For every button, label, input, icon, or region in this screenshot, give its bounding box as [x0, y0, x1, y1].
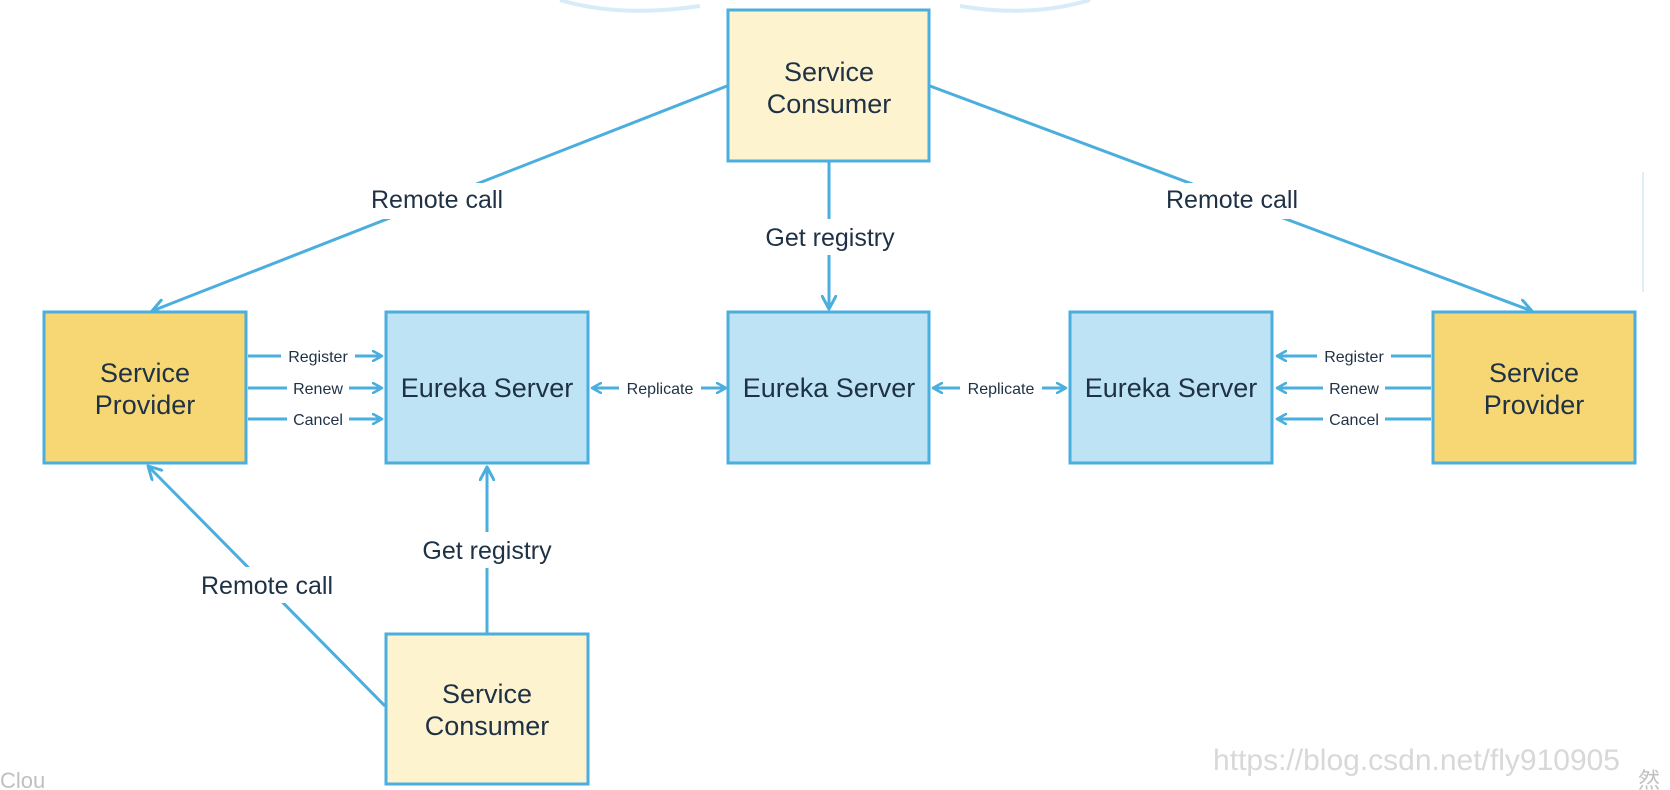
edge-labels: Remote call Remote call Get registry Get…	[190, 183, 1391, 603]
node-label-line2: Consumer	[425, 711, 550, 741]
label-remote-call-top-left: Remote call	[371, 186, 503, 214]
node-label-line1: Service	[784, 57, 874, 87]
node-service-provider-right: Service Provider	[1431, 310, 1637, 465]
label-get-registry-top: Get registry	[765, 224, 895, 252]
node-service-consumer-bottom: Service Consumer	[384, 632, 590, 786]
node-label-line1: Service	[1489, 358, 1579, 388]
node-label-line1: Service	[100, 358, 190, 388]
node-label-line2: Consumer	[767, 89, 892, 119]
label-replicate-right: Replicate	[968, 381, 1035, 398]
label-renew-left: Renew	[293, 381, 343, 398]
label-cancel-left: Cancel	[293, 412, 343, 429]
node-service-consumer-top: Service Consumer	[726, 8, 931, 163]
label-replicate-left: Replicate	[627, 381, 694, 398]
node-label-line2: Provider	[95, 390, 196, 420]
decorative-arc	[559, 0, 701, 13]
node-label: Eureka Server	[401, 373, 574, 403]
label-renew-right: Renew	[1329, 381, 1379, 398]
decorative-arc	[959, 0, 1091, 13]
node-eureka-server-right: Eureka Server	[1068, 310, 1274, 465]
edge-text-right: 然	[1638, 768, 1660, 790]
node-service-provider-left: Service Provider	[42, 310, 248, 465]
label-remote-call-bottom: Remote call	[201, 572, 333, 600]
watermark: https://blog.csdn.net/fly910905	[1213, 744, 1620, 777]
node-eureka-server-left: Eureka Server	[384, 310, 590, 465]
label-register-right: Register	[1324, 349, 1384, 366]
edge-text-left: Clou	[0, 768, 45, 790]
node-eureka-server-center: Eureka Server	[726, 310, 931, 465]
label-remote-call-top-right: Remote call	[1166, 186, 1298, 214]
node-label: Eureka Server	[743, 373, 916, 403]
node-label: Eureka Server	[1085, 373, 1258, 403]
node-label-line2: Provider	[1484, 390, 1585, 420]
label-cancel-right: Cancel	[1329, 412, 1379, 429]
label-get-registry-bottom: Get registry	[422, 537, 552, 565]
node-label-line1: Service	[442, 679, 532, 709]
label-register-left: Register	[288, 349, 348, 366]
